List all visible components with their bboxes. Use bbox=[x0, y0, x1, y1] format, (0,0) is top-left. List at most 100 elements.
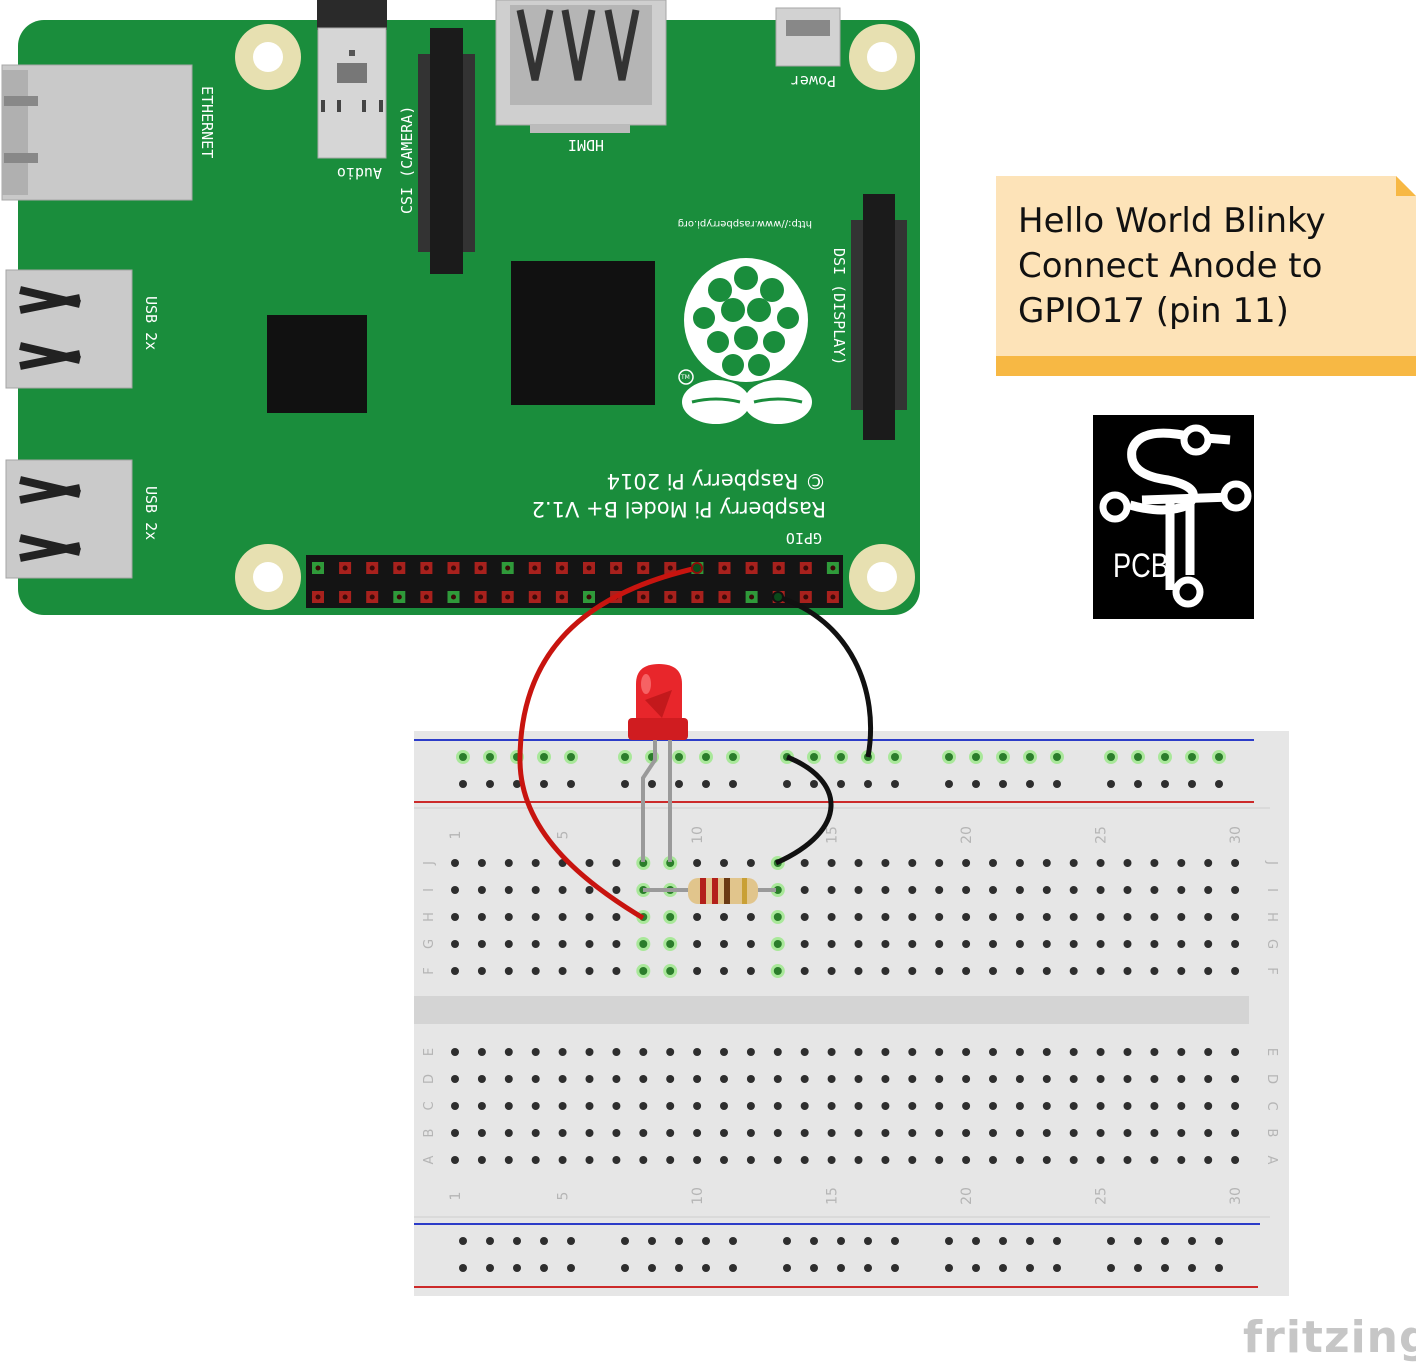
rail-hole bbox=[729, 1237, 737, 1245]
breadboard-hole bbox=[1231, 1048, 1240, 1056]
breadboard-hole bbox=[1150, 1156, 1159, 1164]
breadboard-hole bbox=[962, 1048, 971, 1056]
breadboard-hole bbox=[1069, 1075, 1078, 1083]
breadboard-hole bbox=[639, 1156, 648, 1164]
gpio-pin-hole bbox=[640, 594, 646, 600]
breadboard-hole bbox=[693, 859, 702, 867]
column-label: 10 bbox=[690, 1187, 706, 1205]
gpio-pin-hole bbox=[478, 594, 484, 600]
breadboard-hole bbox=[1177, 967, 1186, 975]
breadboard-hole bbox=[693, 913, 702, 921]
gpio-pin-hole bbox=[396, 594, 402, 600]
breadboard-hole bbox=[800, 913, 809, 921]
breadboard-hole bbox=[666, 913, 675, 921]
breadboard-hole bbox=[1042, 967, 1051, 975]
breadboard-hole bbox=[531, 1075, 540, 1083]
breadboard-hole bbox=[451, 1129, 459, 1137]
rail-hole bbox=[675, 753, 683, 761]
breadboard-hole bbox=[1204, 913, 1213, 921]
breadboard-hole bbox=[989, 967, 997, 975]
rail-hole bbox=[540, 753, 548, 761]
note-line-1: Hello World Blinky bbox=[1018, 201, 1326, 241]
breadboard-hole bbox=[746, 940, 755, 948]
gpio-pin-hole bbox=[749, 565, 755, 571]
rail-hole bbox=[783, 1237, 791, 1245]
breadboard-hole bbox=[773, 913, 782, 921]
breadboard-hole bbox=[1042, 1048, 1051, 1056]
breadboard-hole bbox=[1204, 859, 1213, 867]
breadboard-hole bbox=[1231, 886, 1240, 894]
gpio-pin-hole bbox=[396, 565, 402, 571]
rail-hole bbox=[891, 753, 899, 761]
breadboard-hole bbox=[1204, 886, 1213, 894]
breadboard-hole bbox=[451, 1048, 459, 1056]
breadboard-hole bbox=[1123, 859, 1132, 867]
rail-hole bbox=[810, 1237, 818, 1245]
breadboard-hole bbox=[1015, 1048, 1024, 1056]
note-line-3: GPIO17 (pin 11) bbox=[1018, 291, 1289, 331]
breadboard-hole bbox=[1096, 967, 1105, 975]
breadboard-hole bbox=[935, 1102, 944, 1110]
breadboard-hole bbox=[1231, 967, 1240, 975]
column-label: 5 bbox=[556, 1192, 572, 1201]
breadboard-hole bbox=[531, 1102, 540, 1110]
breadboard-hole bbox=[451, 1102, 459, 1110]
breadboard-hole bbox=[1069, 1102, 1078, 1110]
gpio-pin-hole bbox=[505, 594, 511, 600]
rail-hole bbox=[810, 753, 818, 761]
pi-model-label: Raspberry Pi Model B+ V1.2 bbox=[532, 497, 826, 521]
rail-hole bbox=[729, 1264, 737, 1272]
breadboard-hole bbox=[504, 1075, 513, 1083]
breadboard-hole bbox=[854, 967, 863, 975]
rail-hole bbox=[945, 780, 953, 788]
breadboard-hole bbox=[854, 1129, 863, 1137]
pi-url-label: http://www.raspberrypi.org bbox=[678, 218, 812, 229]
breadboard-hole bbox=[908, 940, 917, 948]
breadboard-hole bbox=[504, 967, 513, 975]
breadboard-hole bbox=[746, 1102, 755, 1110]
row-label: C bbox=[422, 1101, 437, 1110]
breadboard-hole bbox=[1096, 859, 1105, 867]
breadboard-hole bbox=[558, 1102, 567, 1110]
breadboard-hole bbox=[800, 1102, 809, 1110]
breadboard-hole bbox=[1231, 1075, 1240, 1083]
row-label: J bbox=[1264, 860, 1279, 865]
rail-hole bbox=[1215, 780, 1223, 788]
gpio-pin-hole bbox=[532, 594, 538, 600]
breadboard-hole bbox=[531, 1129, 540, 1137]
breadboard-hole bbox=[612, 940, 621, 948]
breadboard-hole bbox=[962, 967, 971, 975]
power-port: Power bbox=[775, 7, 841, 90]
breadboard-hole bbox=[854, 1048, 863, 1056]
pi-pcb bbox=[18, 20, 920, 615]
breadboard-hole bbox=[1042, 913, 1051, 921]
breadboard-hole bbox=[1069, 913, 1078, 921]
breadboard-hole bbox=[1015, 886, 1024, 894]
breadboard-hole bbox=[1204, 967, 1213, 975]
rail-hole bbox=[702, 780, 710, 788]
rail-hole bbox=[1134, 753, 1142, 761]
ground-jumper-wire bbox=[774, 754, 834, 866]
breadboard-hole bbox=[1231, 1129, 1240, 1137]
breadboard-hole bbox=[1069, 1048, 1078, 1056]
breadboard-hole bbox=[1177, 1075, 1186, 1083]
display-connector: DSI (DISPLAY) bbox=[830, 194, 907, 440]
breadboard-hole bbox=[585, 1102, 594, 1110]
breadboard-hole bbox=[827, 1129, 836, 1137]
breadboard-hole bbox=[989, 1075, 997, 1083]
gpio-pin-hole bbox=[342, 594, 348, 600]
breadboard-hole bbox=[908, 886, 917, 894]
breadboard-hole bbox=[1096, 1075, 1105, 1083]
breadboard-hole bbox=[612, 1075, 621, 1083]
breadboard-hole bbox=[746, 859, 755, 867]
resistor bbox=[643, 878, 776, 904]
rail-hole bbox=[972, 753, 980, 761]
rail-hole bbox=[864, 1264, 872, 1272]
breadboard-hole bbox=[935, 913, 944, 921]
gpio-pin-hole bbox=[559, 565, 565, 571]
rail-hole bbox=[891, 1264, 899, 1272]
breadboard-hole bbox=[935, 1129, 944, 1137]
breadboard-hole bbox=[612, 859, 621, 867]
rail-hole bbox=[837, 780, 845, 788]
breadboard-hole bbox=[827, 1102, 836, 1110]
